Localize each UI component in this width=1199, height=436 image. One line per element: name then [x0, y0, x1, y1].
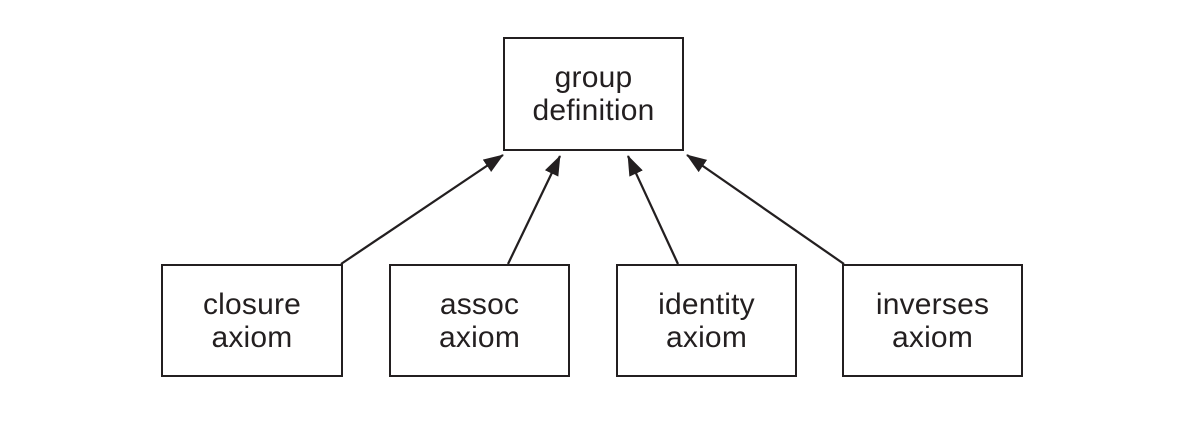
node-group-definition-label: group definition — [532, 61, 655, 127]
node-identity-axiom: identity axiom — [616, 264, 797, 377]
node-inverses-axiom: inverses axiom — [842, 264, 1023, 377]
node-identity-axiom-label: identity axiom — [658, 287, 755, 354]
node-closure-axiom: closure axiom — [161, 264, 343, 377]
node-inverses-axiom-label: inverses axiom — [875, 287, 990, 354]
arrow-inverses-to-group — [686, 154, 845, 265]
arrow-assoc-to-group — [506, 155, 562, 265]
node-closure-axiom-label: closure axiom — [202, 287, 302, 354]
node-assoc-axiom-label: assoc axiom — [438, 287, 521, 354]
arrow-closure-to-group — [340, 154, 504, 265]
node-group-definition: group definition — [503, 37, 684, 151]
arrow-identity-to-group — [626, 155, 680, 265]
node-assoc-axiom: assoc axiom — [389, 264, 570, 377]
